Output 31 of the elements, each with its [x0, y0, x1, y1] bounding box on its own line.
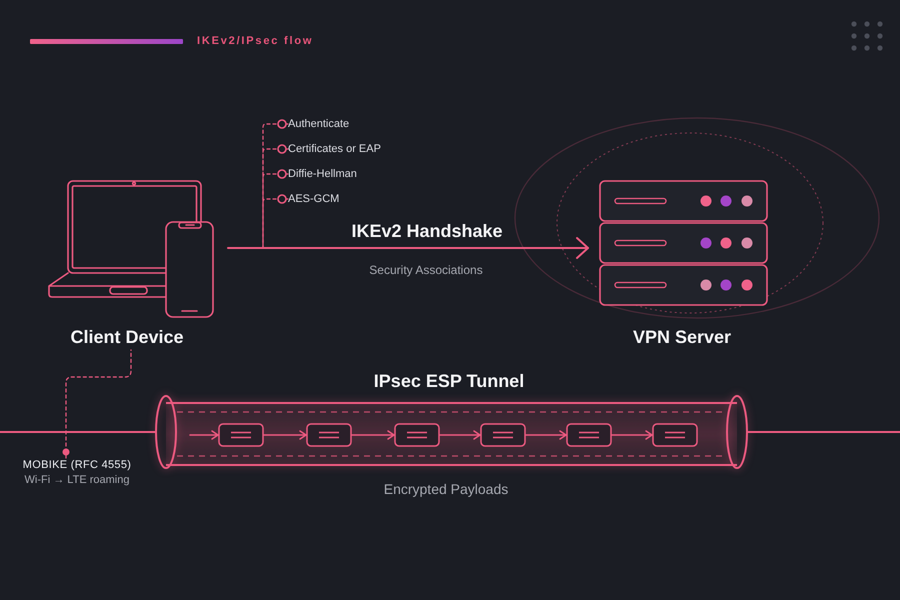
- packet-icon: [394, 423, 440, 447]
- leader-line: [62, 349, 132, 459]
- arrow: [227, 237, 589, 259]
- connector-line: [747, 431, 900, 433]
- packet-icon: [480, 423, 526, 447]
- connector-line: [0, 431, 156, 433]
- arrow: [439, 430, 481, 440]
- tunnel-title: IPsec ESP Tunnel: [374, 370, 524, 392]
- feature-label: Diffie-Hellman: [288, 167, 357, 181]
- packet-icon: [652, 423, 698, 447]
- packet-icon: [218, 423, 264, 447]
- leader-line: [262, 194, 289, 249]
- leader-line: [262, 169, 289, 249]
- packet-icon: [306, 423, 352, 447]
- packet-icon: [566, 423, 612, 447]
- edge-label: IKEv2 Handshake: [351, 220, 503, 242]
- arrow: [189, 430, 219, 440]
- note-title: MOBIKE (RFC 4555): [22, 458, 132, 473]
- feature-label: Certificates or EAP: [288, 142, 381, 156]
- arrow: [263, 430, 307, 440]
- server-title: VPN Server: [632, 326, 732, 348]
- diagram-title: IKEv2/IPsec flow: [197, 34, 314, 48]
- feature-label: AES-GCM: [288, 192, 340, 206]
- arrow: [351, 430, 395, 440]
- tunnel-caption: Encrypted Payloads: [384, 480, 508, 498]
- caption-text: Security Associations: [369, 263, 483, 278]
- note-text: Wi-Fi → LTE roaming: [24, 473, 130, 488]
- device-title: Client Device: [70, 326, 184, 348]
- arrow: [611, 430, 653, 440]
- feature-label: Authenticate: [288, 117, 350, 131]
- arrow: [525, 430, 567, 440]
